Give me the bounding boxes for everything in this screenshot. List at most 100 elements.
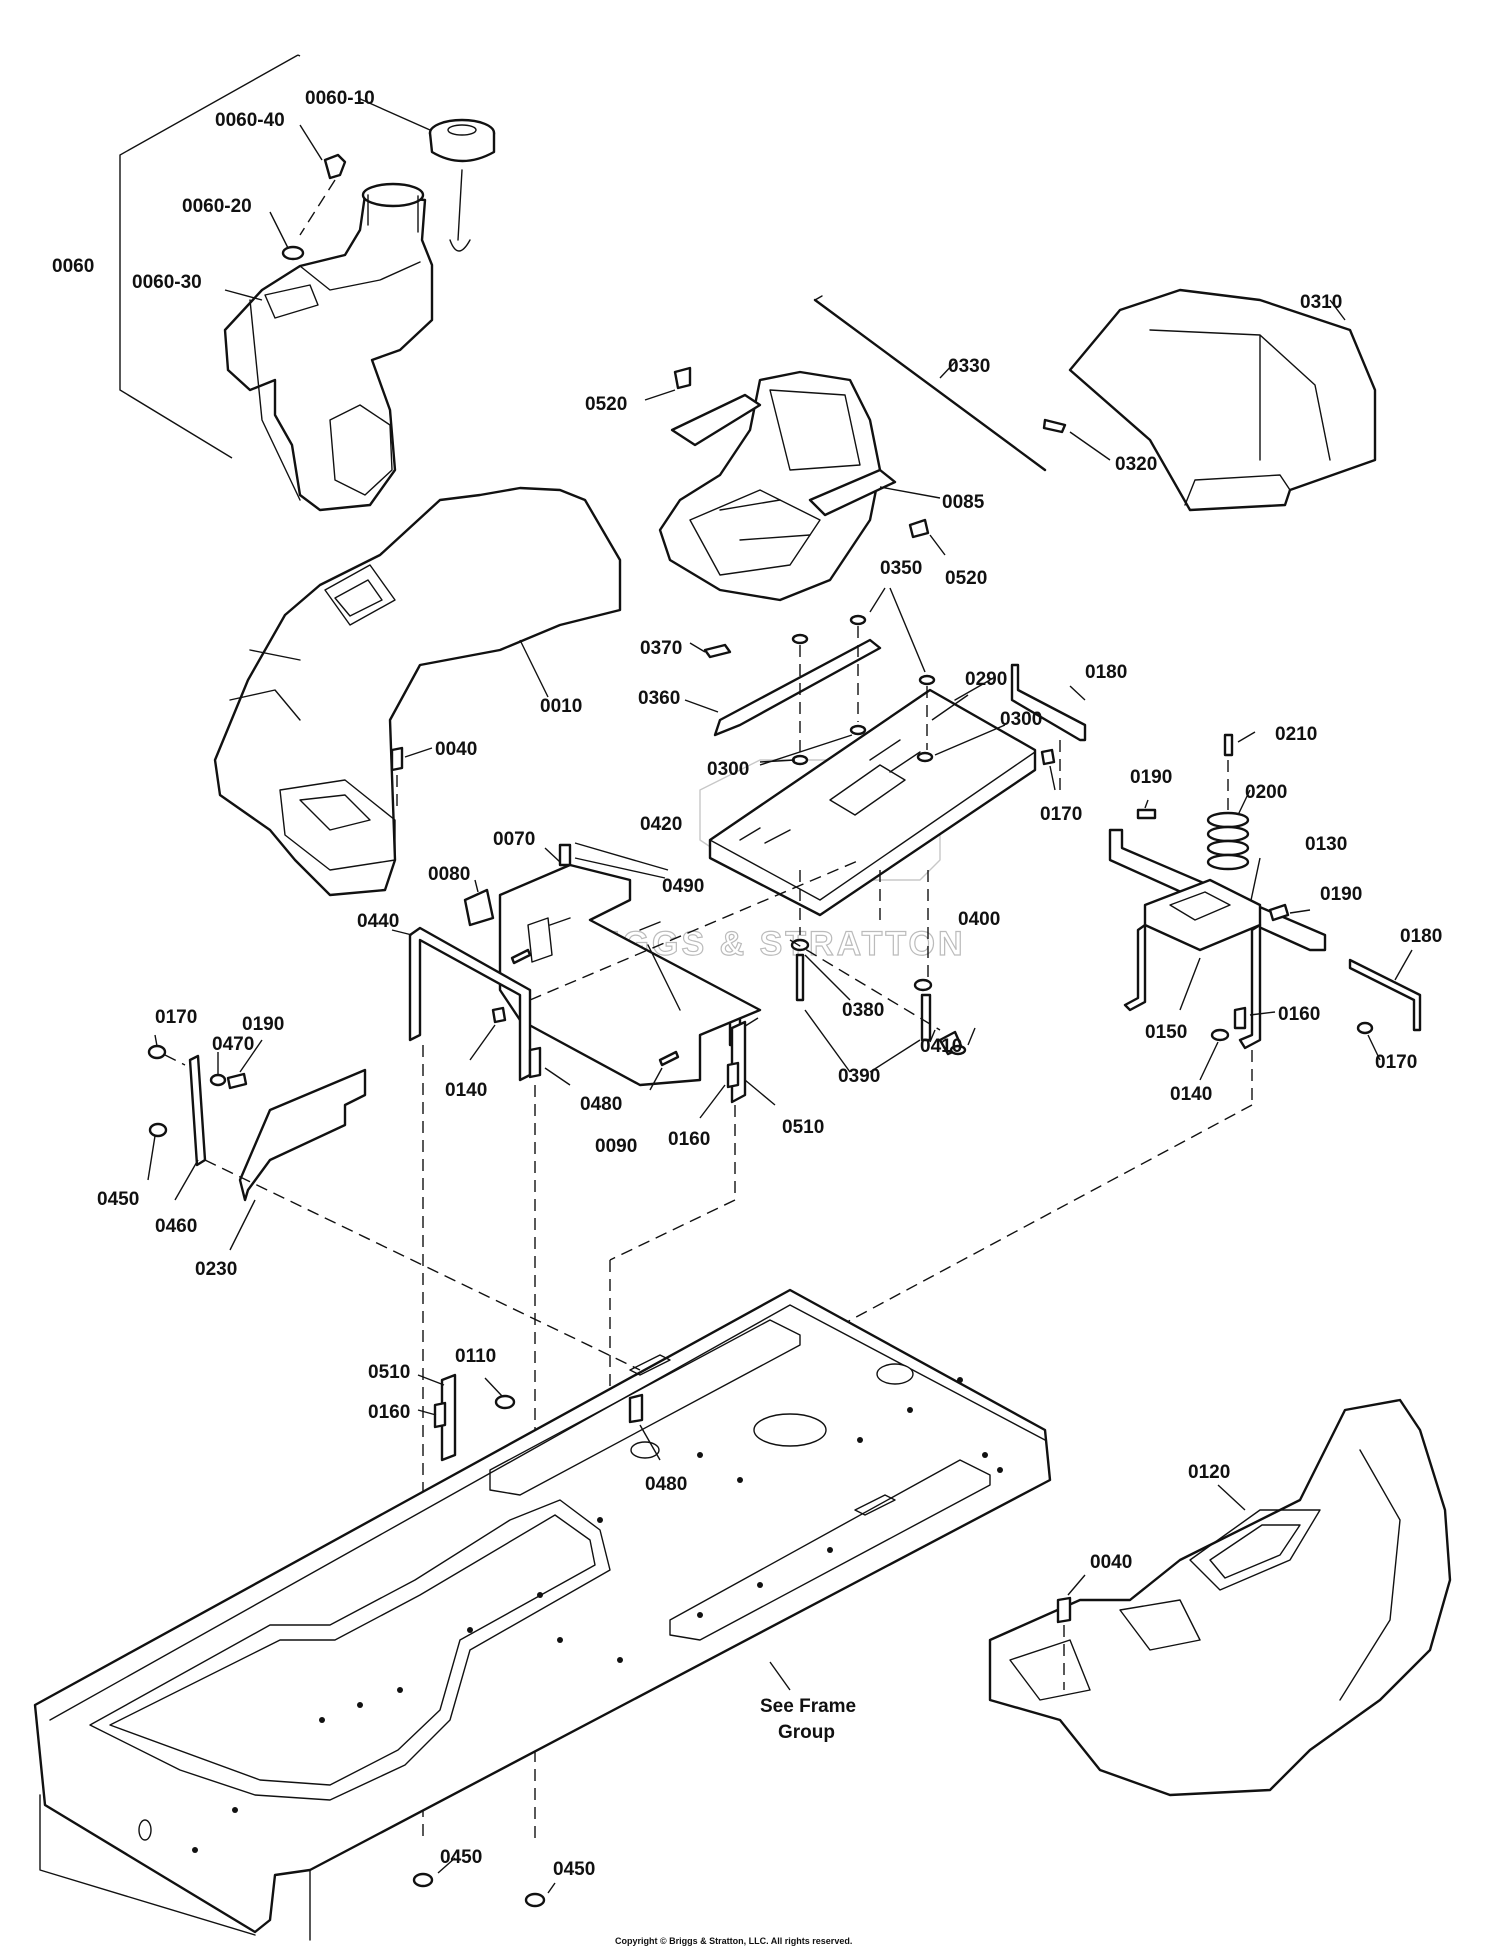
frame — [33, 1288, 1052, 1941]
callout-0410: 0410 — [920, 1036, 962, 1057]
callout-0060-10: 0060-10 — [305, 88, 375, 109]
note-line-1: See Frame — [760, 1696, 856, 1717]
nut-0450-bottom-right — [524, 1892, 546, 1908]
callout-0160-a: 0160 — [1278, 1004, 1320, 1025]
callout-0085: 0085 — [942, 492, 985, 513]
pin-0090-lower — [658, 1050, 680, 1067]
callout-0190-c: 0190 — [242, 1014, 284, 1035]
adjust-label — [703, 643, 732, 659]
right-fender — [988, 1398, 1452, 1797]
seat-pan — [574, 587, 1037, 1073]
bracket-0150-plate — [1143, 878, 1262, 952]
spacer-a — [791, 754, 809, 766]
bolt-0190-mid — [1268, 903, 1290, 922]
note-line-2: Group — [778, 1722, 835, 1743]
callout-0170-c: 0170 — [1375, 1052, 1417, 1073]
bolt-0190-upper — [1136, 808, 1157, 820]
bracket-0180-upper — [1010, 663, 1087, 742]
callout-0490: 0490 — [662, 876, 704, 897]
nut-0170-left — [147, 1044, 167, 1060]
washer-0470 — [209, 1073, 227, 1087]
callout-0180-b: 0180 — [1400, 926, 1442, 947]
nut-0400 — [949, 1044, 967, 1056]
callout-0360: 0360 — [638, 688, 680, 709]
bracket-0180-lower — [1348, 958, 1422, 1032]
callout-0470: 0470 — [212, 1034, 254, 1055]
callout-0330: 0330 — [948, 356, 990, 377]
seat — [644, 366, 946, 602]
nut-0140 — [1210, 1028, 1230, 1042]
pin-0090-upper — [510, 948, 532, 965]
right-armrest — [808, 468, 897, 517]
callout-0440: 0440 — [357, 911, 399, 932]
callout-0520-a: 0520 — [585, 394, 627, 415]
callout-0070: 0070 — [493, 829, 535, 850]
bracket-0080 — [463, 888, 495, 927]
washer-0380-right — [913, 978, 933, 992]
callout-0140-b: 0140 — [1170, 1084, 1212, 1105]
grommet — [281, 245, 305, 261]
frame-dots — [192, 1377, 1003, 1853]
callout-0310: 0310 — [1300, 292, 1342, 313]
callout-0210: 0210 — [1275, 724, 1317, 745]
callout-0190-b: 0190 — [1320, 884, 1362, 905]
bracket-0150-right-leg — [1238, 923, 1262, 1050]
callout-0300-a: 0300 — [1000, 709, 1042, 730]
callout-0450-c: 0450 — [553, 1859, 595, 1880]
bolt-0390-left — [795, 953, 805, 1002]
callout-0480-a: 0480 — [580, 1094, 622, 1115]
fuel-cap-body — [428, 131, 496, 163]
callout-0040-a: 0040 — [435, 739, 477, 760]
nut-0170-upper — [1040, 748, 1056, 766]
spring — [1206, 811, 1250, 871]
washer-0110 — [494, 1394, 516, 1410]
frame-hole-large — [753, 1413, 827, 1447]
bolt-0160 — [1233, 1006, 1247, 1030]
bolt-0210 — [1223, 733, 1234, 757]
callout-0130: 0130 — [1305, 834, 1347, 855]
nut-0170-lower — [1356, 1021, 1374, 1035]
hair-pin-clip — [1042, 418, 1067, 434]
frame-hole-small — [876, 1363, 914, 1385]
callout-0450-b: 0450 — [440, 1847, 482, 1868]
bracket-0150-left-leg — [1123, 923, 1147, 1012]
frame-main — [33, 1288, 1052, 1934]
callout-0160-c: 0160 — [368, 1402, 410, 1423]
callout-0010: 0010 — [540, 696, 582, 717]
callout-0040-b: 0040 — [1090, 1552, 1132, 1573]
callout-0200: 0200 — [1245, 782, 1287, 803]
bolt-0040-left — [390, 746, 404, 772]
bolt-0390-right — [920, 993, 932, 1042]
callout-0520-b: 0520 — [945, 568, 987, 589]
callout-0400: 0400 — [958, 909, 1000, 930]
seat-rod — [813, 295, 1047, 472]
callout-0350: 0350 — [880, 558, 922, 579]
fuel-gauge — [323, 153, 347, 180]
fuel-tank-neck — [361, 182, 425, 208]
bolt-0480 — [528, 1046, 542, 1079]
callout-0510-b: 0510 — [368, 1362, 410, 1383]
bolt-0160-lower — [433, 1401, 447, 1429]
callout-0320: 0320 — [1115, 454, 1157, 475]
washer-a — [791, 633, 809, 645]
bolt-0490-upper — [558, 843, 572, 867]
fender-panel — [213, 486, 622, 897]
callout-0480-b: 0480 — [645, 1474, 687, 1495]
fender-body — [213, 486, 622, 897]
callout-labels: 0060-10 0060-40 0060-20 0060 0060-30 031… — [52, 88, 1442, 1880]
callout-0140-a: 0140 — [445, 1080, 487, 1101]
spacer-b — [849, 724, 867, 736]
bolt-0040-left-group — [390, 746, 433, 810]
cover-shell — [1068, 288, 1377, 512]
callout-0170-a: 0170 — [1040, 804, 1082, 825]
callout-0190-a: 0190 — [1130, 767, 1172, 788]
seat-bolt-right — [908, 518, 930, 539]
callout-0080: 0080 — [428, 864, 470, 885]
bracket-0510-lower — [440, 1373, 457, 1462]
callout-0180-a: 0180 — [1085, 662, 1127, 683]
bracket-0440 — [408, 926, 532, 1082]
shield-0230 — [238, 1068, 367, 1202]
callout-0110: 0110 — [455, 1346, 496, 1367]
washer-0380 — [790, 938, 810, 952]
